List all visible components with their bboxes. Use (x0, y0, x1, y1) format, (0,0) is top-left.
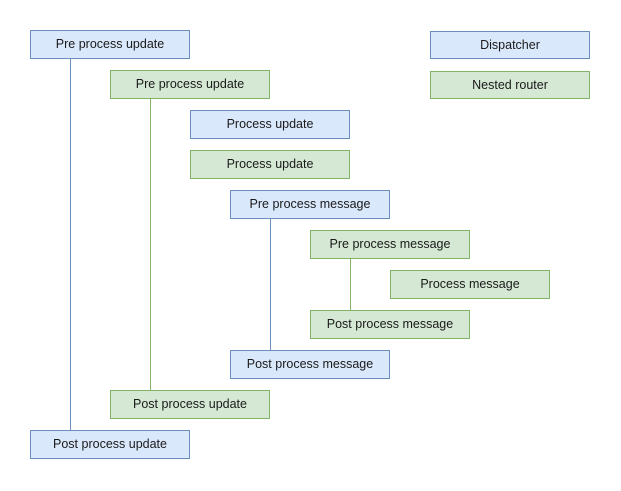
node-label: Process update (226, 157, 314, 171)
node-post-process-message-nested-router[interactable]: Post process message (310, 310, 470, 339)
node-label: Pre process message (329, 237, 451, 251)
node-pre-process-message-nested-router[interactable]: Pre process message (310, 230, 470, 259)
node-label: Post process message (246, 357, 374, 371)
node-post-process-update-nested-router[interactable]: Post process update (110, 390, 270, 419)
legend-item-dispatcher[interactable]: Dispatcher (430, 31, 590, 59)
node-process-update-dispatcher[interactable]: Process update (190, 110, 350, 139)
legend-item-nested-router[interactable]: Nested router (430, 71, 590, 99)
node-pre-process-update-dispatcher[interactable]: Pre process update (30, 30, 190, 59)
node-label: Process message (420, 277, 520, 291)
node-pre-process-message-dispatcher[interactable]: Pre process message (230, 190, 390, 219)
edge-pre-post-process-update-nested-router (150, 99, 151, 390)
edge-pre-post-process-message-dispatcher (270, 219, 271, 350)
node-label: Post process update (133, 397, 247, 411)
node-post-process-message-dispatcher[interactable]: Post process message (230, 350, 390, 379)
node-label: Post process update (53, 437, 167, 451)
node-label: Pre process update (135, 77, 245, 91)
node-process-update-nested-router[interactable]: Process update (190, 150, 350, 179)
node-process-message-nested-router[interactable]: Process message (390, 270, 550, 299)
node-post-process-update-dispatcher[interactable]: Post process update (30, 430, 190, 459)
edge-pre-post-process-message-nested-router (350, 259, 351, 310)
node-label: Process update (226, 117, 314, 131)
legend-label-nested-router: Nested router (472, 78, 548, 92)
legend-label-dispatcher: Dispatcher (480, 38, 540, 52)
node-pre-process-update-nested-router[interactable]: Pre process update (110, 70, 270, 99)
node-label: Pre process message (249, 197, 371, 211)
edge-pre-post-process-update-dispatcher (70, 59, 71, 430)
node-label: Pre process update (55, 37, 165, 51)
node-label: Post process message (326, 317, 454, 331)
